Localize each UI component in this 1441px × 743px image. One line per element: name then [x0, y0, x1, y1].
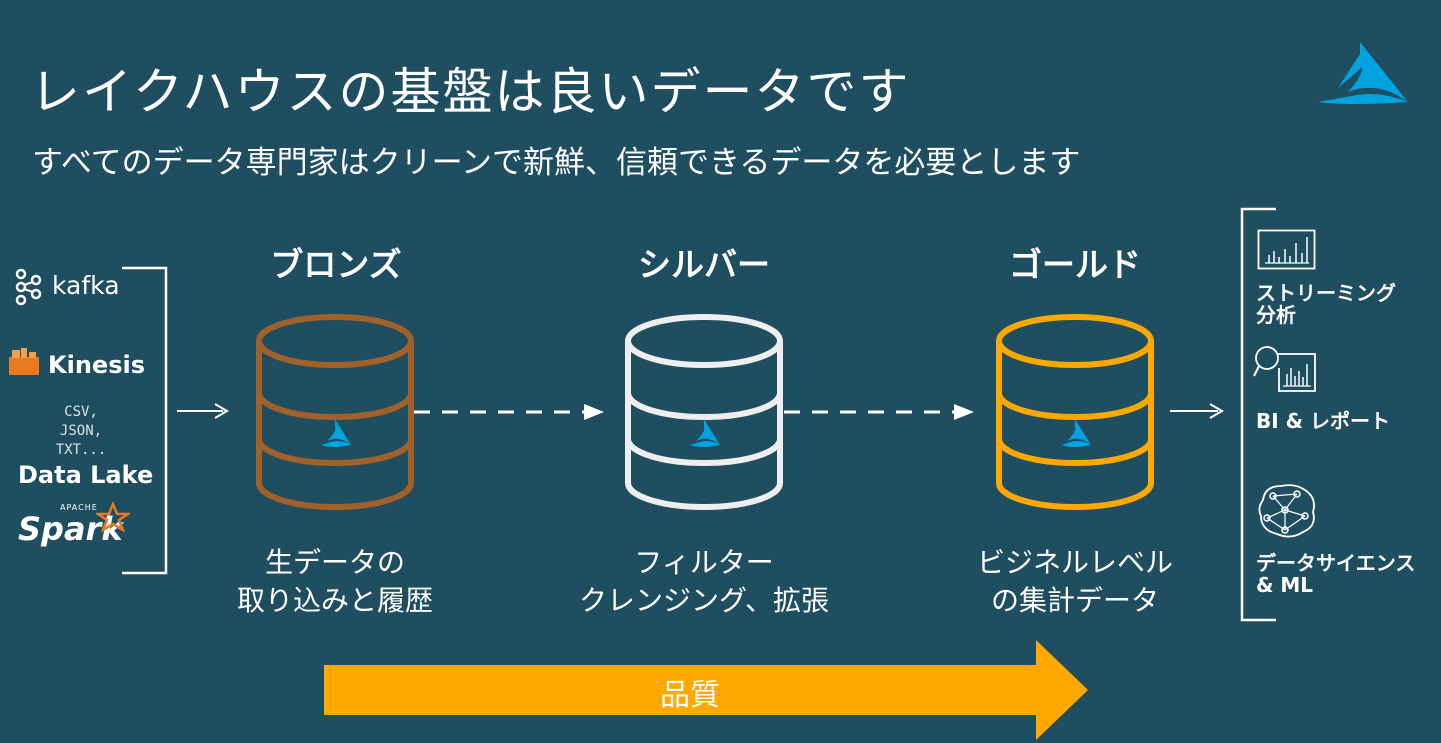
stage-desc-gold-line1: ビジネルレベル [976, 546, 1173, 579]
bronze-database [256, 314, 414, 510]
network-brain-icon [1258, 484, 1315, 538]
delta-mini-icon [321, 419, 351, 447]
kinesis-icon [9, 348, 39, 375]
stage-label-gold: ゴールド [1009, 245, 1141, 284]
arrow-sources-to-bronze [177, 403, 229, 419]
stage-desc-silver: フィルター クレンジング、拡張 [544, 544, 864, 620]
cylinder-ring-2 [256, 438, 414, 466]
delta-mini-icon [1061, 419, 1091, 447]
cylinder-body [256, 341, 414, 510]
output-datascience-line2: & ML [1256, 573, 1314, 597]
stage-desc-silver-line1: フィルター [634, 546, 774, 579]
output-streaming: ストリーミング 分析 [1256, 282, 1396, 326]
stage-desc-gold-line2: の集計データ [990, 584, 1159, 617]
format-json: JSON, [59, 423, 103, 439]
format-txt: TXT... [55, 442, 107, 458]
delta-mini-icon [690, 419, 720, 447]
stage-label-bronze: ブロンズ [270, 245, 402, 284]
cylinder-top [996, 314, 1154, 368]
output-datascience-line1: データサイエンス [1256, 551, 1416, 575]
arrow-silver-to-gold [784, 404, 974, 420]
gold-database [996, 314, 1154, 510]
cylinder-top [256, 314, 414, 368]
format-csv: CSV, [64, 404, 98, 420]
output-streaming-line2: 分析 [1256, 303, 1296, 327]
cylinder-ring-2 [625, 438, 783, 466]
apache-label: APACHE [60, 503, 98, 512]
output-streaming-line1: ストリーミング [1256, 281, 1396, 305]
cylinder-ring-1 [256, 392, 414, 420]
file-formats: CSV, JSON, TXT... [46, 403, 116, 460]
stage-desc-bronze-line1: 生データの [264, 546, 405, 579]
quality-label: 品質 [660, 678, 720, 713]
quality-arrow [324, 640, 1088, 740]
cylinder-body [625, 341, 783, 510]
delta-logo-icon [1318, 42, 1408, 104]
kafka-label: kafka [52, 271, 120, 300]
cylinder-top [625, 314, 783, 368]
stage-desc-bronze-line2: 取り込みと履歴 [236, 584, 433, 617]
page-subtitle: すべてのデータ専門家はクリーンで新鮮、信頼できるデータを必要とします [32, 145, 1081, 181]
stage-label-silver: シルバー [638, 245, 770, 284]
cylinder-ring-1 [996, 392, 1154, 420]
stage-desc-bronze: 生データの 取り込みと履歴 [175, 544, 495, 620]
cylinder-ring-2 [996, 438, 1154, 466]
stage-desc-gold: ビジネルレベル の集計データ [915, 544, 1235, 620]
kafka-source: kafka [12, 266, 152, 308]
magnifier-chart-icon [1253, 346, 1316, 392]
datalake-label: Data Lake [18, 461, 154, 489]
arrow-bronze-to-silver [414, 404, 604, 420]
output-datascience: データサイエンス & ML [1256, 552, 1415, 596]
silver-database [625, 314, 783, 510]
kinesis-source: Kinesis [8, 345, 148, 385]
cylinder-ring-1 [625, 392, 783, 420]
kafka-icon [15, 268, 42, 306]
kinesis-label: Kinesis [48, 351, 145, 379]
sources-bracket [122, 266, 168, 575]
output-bi-line1: BI & レポート [1256, 409, 1391, 433]
stage-desc-silver-line2: クレンジング、拡張 [578, 584, 830, 617]
cylinder-body [996, 341, 1154, 510]
bar-chart-icon [1257, 229, 1316, 270]
outputs-bracket [1240, 207, 1276, 622]
page-title: レイクハウスの基盤は良いデータです [30, 63, 911, 121]
arrow-gold-to-outputs [1170, 403, 1224, 419]
output-bi: BI & レポート [1256, 410, 1390, 432]
spark-source: APACHE Spark [18, 502, 138, 554]
spark-star-icon [96, 502, 130, 532]
